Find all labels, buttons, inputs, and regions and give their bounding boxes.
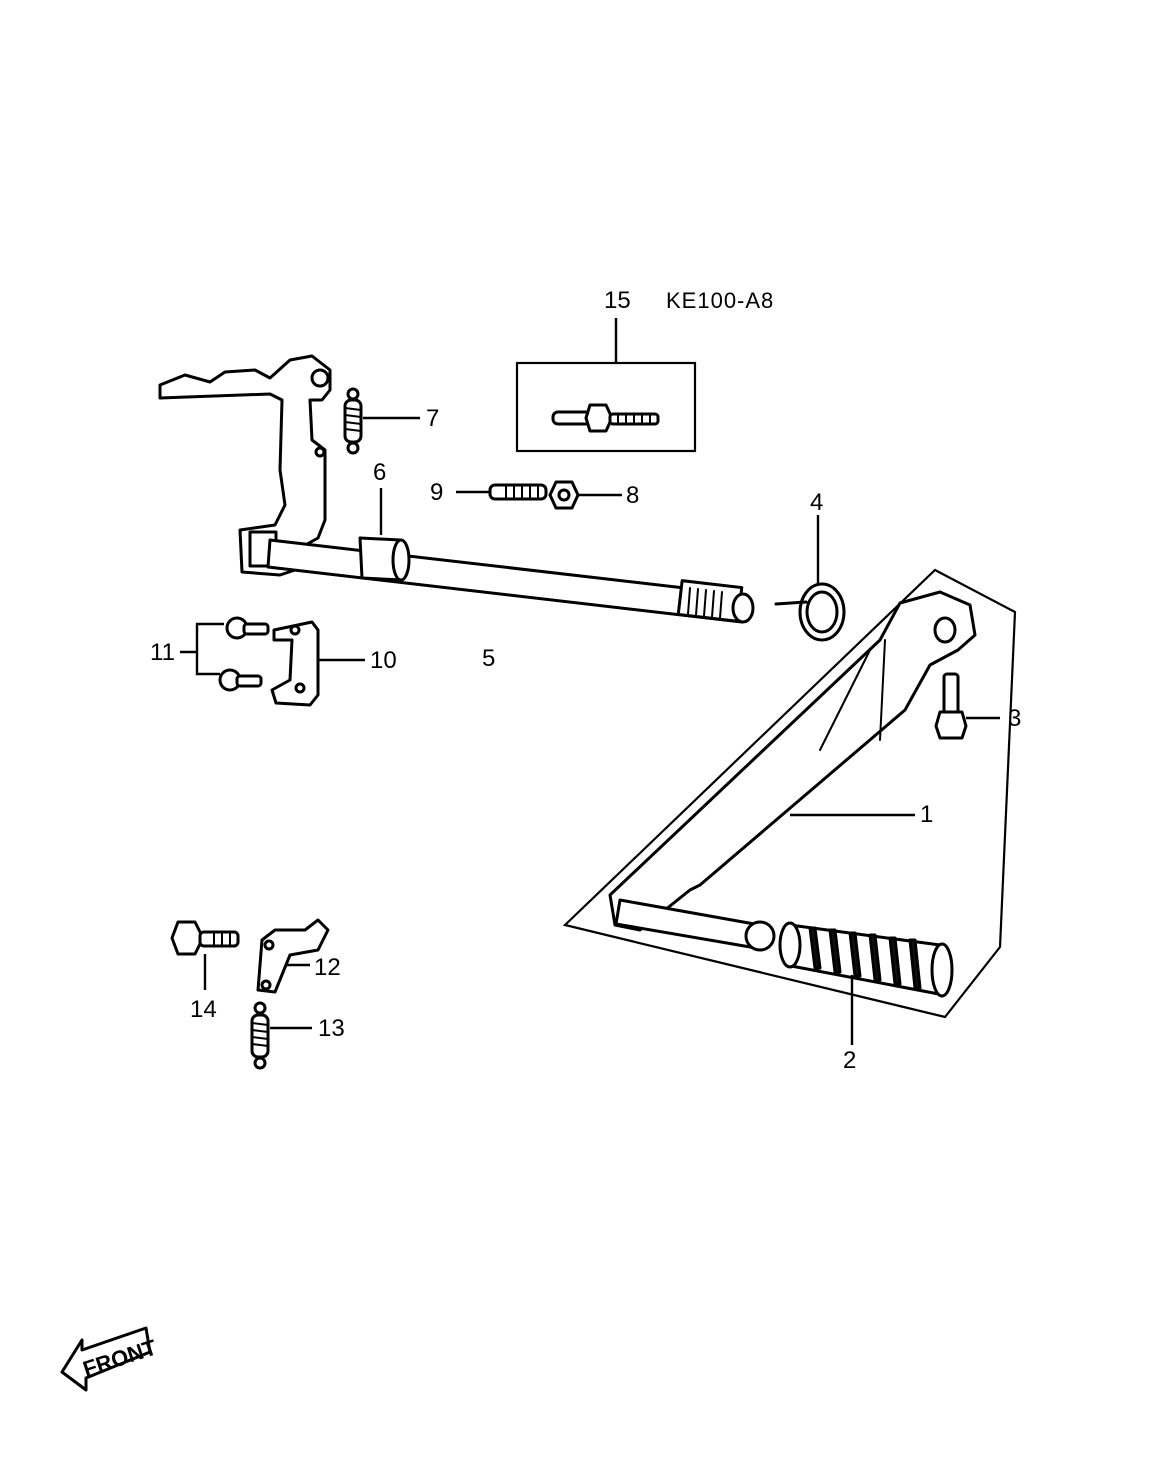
retainer-plate-10[interactable] (270, 620, 320, 707)
callout-4: 4 (810, 489, 823, 516)
bolt-14[interactable] (170, 920, 240, 956)
stopper-lever-12[interactable] (256, 918, 330, 994)
callouts: 1 2 3 4 5 6 7 8 9 10 11 12 13 14 15 (150, 287, 1021, 1074)
part-15-box (515, 361, 697, 453)
shift-pedal-1[interactable] (608, 590, 977, 932)
bolt-3[interactable] (934, 672, 968, 740)
shift-shaft-5[interactable] (266, 538, 755, 624)
adjust-screw-9[interactable] (488, 483, 548, 501)
pedal-frame (562, 568, 1017, 1019)
shift-arm[interactable] (158, 354, 332, 577)
callout-7: 7 (426, 405, 439, 432)
callout-1: 1 (920, 801, 933, 828)
stud-bolt-15[interactable] (551, 403, 660, 433)
spring-13[interactable] (250, 1001, 270, 1070)
callout-8: 8 (626, 482, 639, 509)
part-15-group (515, 318, 697, 453)
callout-14: 14 (190, 996, 217, 1023)
callout-12: 12 (314, 954, 341, 981)
screw-11-lower[interactable] (218, 668, 263, 692)
collar-6[interactable] (358, 536, 411, 582)
pedal-rod (614, 898, 776, 952)
return-spring-7[interactable] (343, 387, 363, 455)
callout-15: 15 (604, 287, 631, 314)
callout-11: 11 (150, 639, 175, 666)
screw-11-upper[interactable] (225, 616, 270, 640)
callout-10: 10 (370, 647, 397, 674)
callout-6: 6 (373, 459, 386, 486)
callout-3: 3 (1008, 705, 1021, 732)
front-arrow-icon: FRONT (60, 1326, 160, 1392)
pedal-rubber-2[interactable] (778, 921, 954, 998)
callout-13: 13 (318, 1015, 345, 1042)
callout-5: 5 (482, 645, 495, 672)
nut-8[interactable] (548, 480, 580, 510)
model-code: KE100-A8 (666, 288, 774, 313)
callout-2: 2 (843, 1047, 856, 1074)
circlip-4[interactable] (774, 582, 846, 642)
callout-9: 9 (430, 479, 443, 506)
